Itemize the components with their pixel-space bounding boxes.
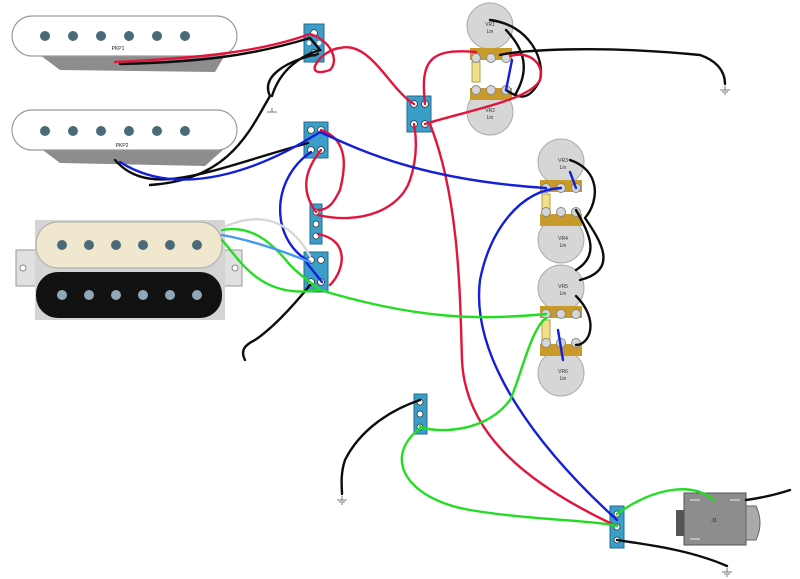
wire-red — [423, 53, 543, 126]
humbucker-coil-black — [36, 272, 222, 318]
wire-red — [316, 128, 346, 212]
pot-vr6-label: VR6 — [558, 369, 568, 375]
pot-vr1-vr2-lugs — [470, 48, 512, 100]
pot-vr1-taper: Lin — [487, 29, 494, 35]
wire-black — [504, 28, 525, 97]
wire-red — [316, 122, 417, 220]
wire-black — [744, 488, 792, 502]
wire-red — [428, 122, 614, 526]
wire-blue — [504, 58, 514, 92]
wire-blue — [304, 260, 324, 284]
wire-blue — [279, 150, 313, 264]
wire-red — [305, 148, 323, 214]
jack-body — [683, 492, 747, 546]
pot-vr3-taper: Lin — [560, 165, 567, 171]
wire-blue — [477, 186, 619, 522]
pot-vr2-taper: Lin — [487, 115, 494, 121]
pot-vr4-taper: Lin — [560, 243, 567, 249]
wire-black — [340, 398, 422, 496]
pickup-pkp2-baseplate — [40, 148, 225, 166]
wire-green — [400, 426, 619, 528]
pot-vr5-taper: Lin — [560, 291, 567, 297]
pickup-pkp2[interactable]: PKP2 — [11, 109, 238, 166]
wire-black — [574, 294, 592, 347]
wire-red — [316, 232, 343, 287]
humbucker-pickup[interactable] — [15, 220, 243, 320]
wire-green — [220, 238, 548, 319]
output-jack-j1[interactable]: J1 — [676, 492, 761, 546]
jack-tip — [745, 505, 761, 541]
wire-white — [220, 218, 312, 258]
pickup-pkp2-polepieces — [40, 126, 190, 136]
wire-blue — [556, 328, 565, 362]
wire-black — [498, 48, 727, 86]
wire-green — [220, 227, 322, 292]
wire-black — [241, 283, 312, 362]
wire-blue — [568, 170, 578, 190]
ground-symbol-icon — [720, 86, 730, 95]
pot-vr6[interactable]: VR6 Lin — [537, 349, 585, 397]
pot-vr4[interactable]: VR4 Lin — [537, 216, 585, 264]
pot-vr5-label: VR5 — [558, 284, 568, 290]
pot-vr6-taper: Lin — [560, 376, 567, 382]
wire-black — [574, 208, 592, 272]
screw-icon — [231, 264, 239, 272]
pickup-pkp1-label: PKP1 — [112, 46, 125, 52]
wire-light-blue — [220, 233, 312, 264]
jack-label: J1 — [711, 518, 717, 524]
wire-red — [113, 32, 416, 106]
wire-green — [615, 488, 716, 516]
wire-black — [113, 141, 310, 181]
pot-vr5[interactable]: VR5 Lin — [537, 264, 585, 312]
humbucker-coil-cream — [35, 221, 223, 269]
pot-vr4-label: VR4 — [558, 236, 568, 242]
pot-vr3-label: VR3 — [558, 158, 568, 164]
ground-symbol-icon — [267, 108, 277, 113]
wire-black — [118, 36, 323, 98]
pickup-pkp1-polepieces — [40, 31, 190, 41]
wires — [113, 18, 792, 568]
jack-sleeve — [676, 510, 686, 536]
wire-black — [148, 52, 320, 187]
wire-green — [418, 316, 548, 432]
humbucker-polepieces-bottom — [57, 290, 202, 300]
ground-symbol-icon — [722, 568, 732, 577]
wire-blue — [118, 130, 548, 190]
pot-vr1-label: VR1 — [485, 22, 495, 28]
pot-vr2-label: VR2 — [485, 108, 495, 114]
wire-red — [422, 50, 478, 106]
ground-symbol-icon — [337, 496, 347, 505]
pot-vr1[interactable]: VR1 Lin — [466, 2, 514, 50]
screw-icon — [19, 264, 27, 272]
wire-black — [615, 538, 729, 568]
wire-black — [568, 158, 605, 282]
humbucker-polepieces-top — [57, 240, 202, 250]
pickup-pkp2-label: PKP2 — [116, 143, 129, 149]
